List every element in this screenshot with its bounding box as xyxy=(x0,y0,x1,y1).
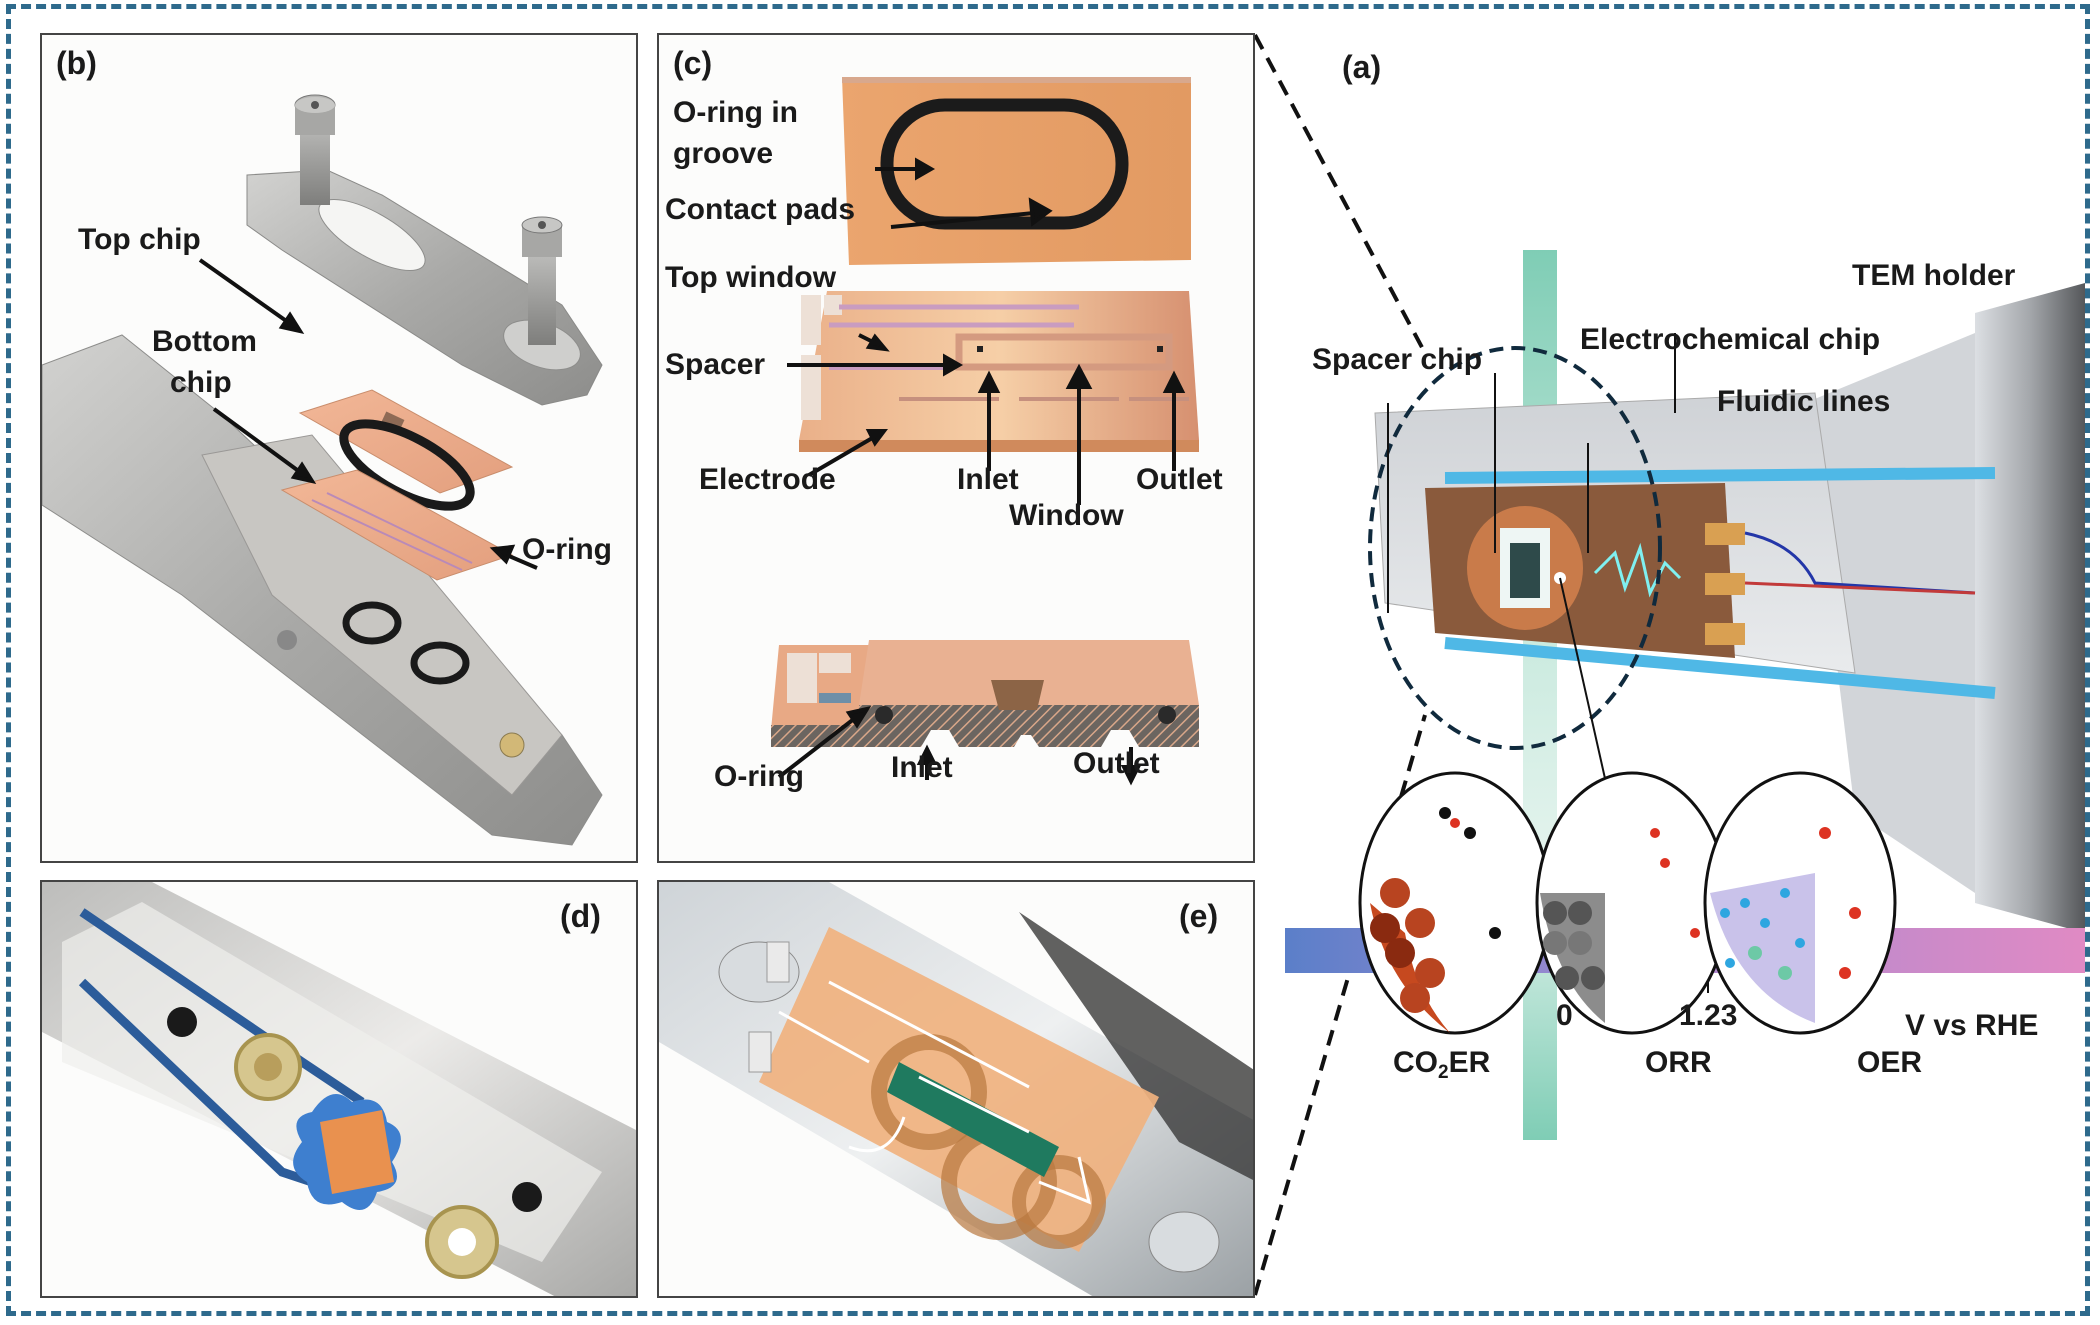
signal-trace xyxy=(1593,542,1682,598)
callout-top-window: Top window xyxy=(665,261,837,294)
fluidic-line-inlet xyxy=(1444,467,1996,484)
co2er-suffix: ER xyxy=(1448,1046,1491,1079)
callout-inlet-cross: Inlet xyxy=(891,751,953,784)
holder-tip-flow-illustration xyxy=(42,882,636,1296)
axis-unit-label: V vs RHE xyxy=(1905,1009,2039,1042)
oer-catalyst-circle xyxy=(1703,771,1897,1035)
callout-inlet-top: Inlet xyxy=(957,463,1019,496)
panel-label-b: (b) xyxy=(56,45,97,81)
callout-arrows xyxy=(198,258,538,570)
callout-o-ring-cross: O-ring xyxy=(714,760,804,793)
chip-cross-section xyxy=(771,640,1199,747)
callout-arrows xyxy=(777,157,1186,786)
tem-holder-schematic xyxy=(1255,34,2085,1296)
callout-window: Window xyxy=(1009,499,1124,532)
figure-dashed-border xyxy=(6,4,2090,1316)
o-ring-cross-section xyxy=(1158,706,1176,724)
zoom-link-line xyxy=(1255,34,1427,354)
contact-pad xyxy=(824,295,842,315)
panel-label-a: (a) xyxy=(1342,49,1382,85)
panel-label-d: (d) xyxy=(560,898,601,934)
fluidic-line-outlet xyxy=(1444,637,1996,699)
contact-pad xyxy=(1705,573,1745,595)
co2er-catalyst-circle xyxy=(1358,771,1552,1035)
o-ring-cross-section xyxy=(875,706,893,724)
callout-fluidic-lines: Fluidic lines xyxy=(1717,385,1891,418)
panel-c: (c) O-ring in groove Contact pads Top wi… xyxy=(657,33,1255,863)
orr-catalyst-circle xyxy=(1535,771,1729,1035)
electrochemical-chip xyxy=(759,927,1159,1252)
callout-outlet-cross: Outlet xyxy=(1073,747,1160,780)
screw-icon xyxy=(294,94,336,205)
callout-electrode: Electrode xyxy=(699,463,836,496)
co2er-subscript: 2 xyxy=(1438,1062,1449,1083)
chip-design-illustration xyxy=(771,77,1199,786)
sample-chip xyxy=(320,1110,394,1194)
panel-label-e: (e) xyxy=(1179,898,1219,934)
chip-in-holder-illustration xyxy=(659,882,1253,1296)
contact-pad xyxy=(1705,523,1745,545)
bottom-chip-top-view xyxy=(799,291,1199,452)
callout-contact-pads: Contact pads xyxy=(665,193,856,226)
tem-holder-rod xyxy=(42,334,603,846)
callout-o-ring-groove-line1: O-ring in xyxy=(673,96,798,129)
tick-label-zero: 0 xyxy=(1556,999,1573,1032)
flow-arrows xyxy=(778,980,1092,1205)
panel-label-c: (c) xyxy=(673,45,713,81)
callout-bottom-chip-line1: Bottom xyxy=(152,325,257,358)
callout-o-ring: O-ring xyxy=(522,533,612,566)
bottom-chip xyxy=(280,469,514,581)
rubber-plug xyxy=(167,1007,197,1037)
callout-bottom-chip-line2: chip xyxy=(170,366,232,399)
callout-o-ring-groove-line2: groove xyxy=(673,137,774,170)
callout-top-chip: Top chip xyxy=(78,223,201,256)
top-chip-with-o-ring xyxy=(842,77,1191,265)
reaction-label-orr: ORR xyxy=(1645,1046,1712,1079)
clamp-bracket xyxy=(246,169,603,406)
screw-icon xyxy=(521,216,563,345)
rubber-plug xyxy=(512,1182,542,1212)
zoom-circle xyxy=(1368,346,1662,750)
callout-spacer: Spacer xyxy=(665,348,766,381)
small-o-ring xyxy=(410,641,470,685)
contact-pad xyxy=(801,295,821,345)
co2er-prefix: CO xyxy=(1393,1046,1438,1079)
contact-pad xyxy=(1705,623,1745,645)
contact-pad xyxy=(801,355,821,420)
panel-b: (b) Top chip Bottom chip O-ring xyxy=(40,33,638,863)
callout-outlet-top: Outlet xyxy=(1136,463,1223,496)
tick-label-1-23: 1.23 xyxy=(1679,999,1738,1032)
callout-spacer-chip: Spacer chip xyxy=(1312,343,1483,376)
panel-a: (a) TEM holder Electrochemical chip Spac… xyxy=(1255,33,2085,1313)
callout-tem-holder: TEM holder xyxy=(1852,259,2016,292)
holder-exploded-illustration xyxy=(42,94,603,846)
small-o-ring xyxy=(342,601,402,645)
electron-beam xyxy=(1523,250,1557,1140)
reaction-label-oer: OER xyxy=(1857,1046,1923,1079)
reaction-label-co2er: CO2ER xyxy=(1393,1046,1491,1083)
membrane-window xyxy=(887,1062,1059,1177)
tem-holder-body xyxy=(1975,283,2085,933)
panel-d: (d) xyxy=(40,880,638,1298)
panel-e: (e) xyxy=(657,880,1255,1298)
callout-electrochemical-chip: Electrochemical chip xyxy=(1580,323,1881,356)
